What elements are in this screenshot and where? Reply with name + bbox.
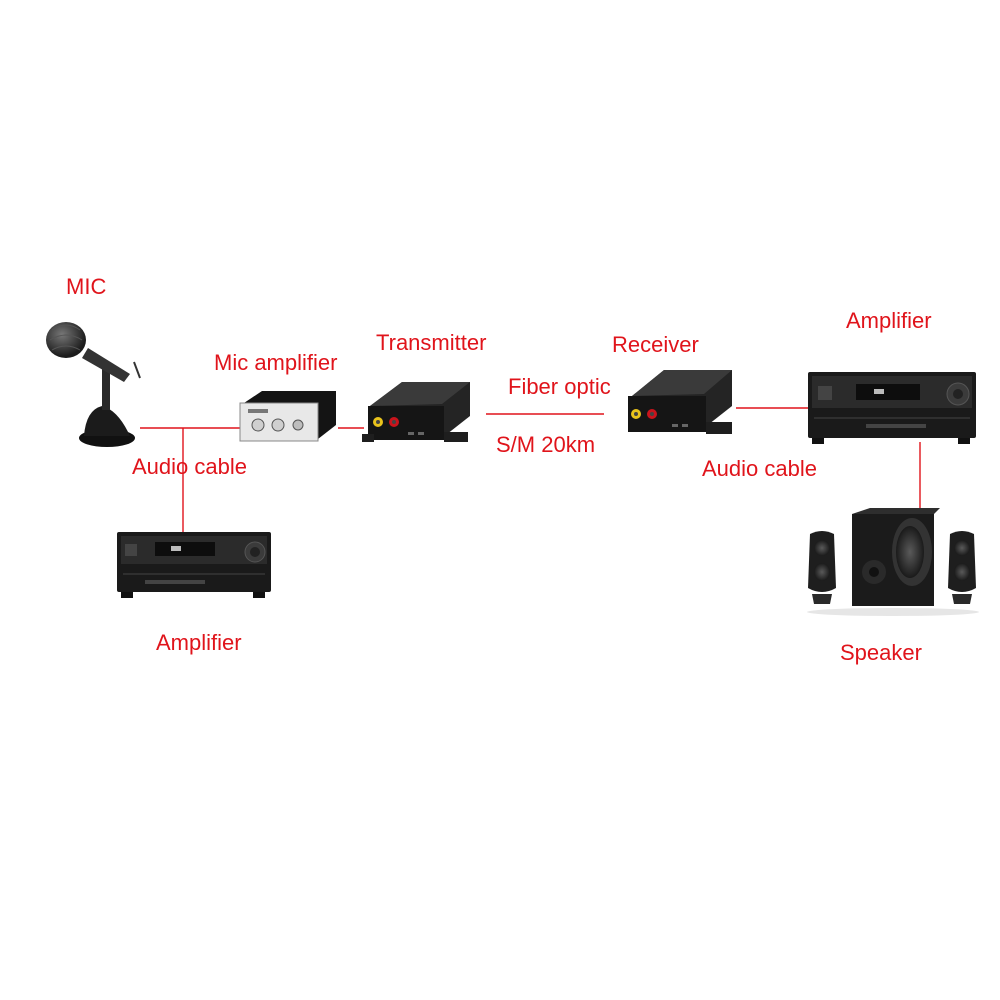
av-receiver-amplifier-left-icon bbox=[117, 532, 271, 598]
mic-label: MIC bbox=[66, 274, 107, 299]
microphone-icon bbox=[46, 322, 141, 447]
amplifier-left-label: Amplifier bbox=[156, 630, 242, 655]
sm-distance-label: S/M 20km bbox=[496, 432, 596, 457]
amplifier-right-label: Amplifier bbox=[846, 308, 932, 333]
receiver-label: Receiver bbox=[612, 332, 699, 357]
speaker-system-icon bbox=[807, 508, 979, 616]
speaker-label: Speaker bbox=[840, 640, 922, 665]
transmitter-icon bbox=[362, 382, 470, 442]
receiver-icon bbox=[628, 370, 732, 434]
audio-cable-right-label: Audio cable bbox=[702, 456, 817, 481]
audio-cable-left-label: Audio cable bbox=[132, 454, 247, 479]
av-receiver-amplifier-right-icon bbox=[808, 372, 976, 444]
transmitter-label: Transmitter bbox=[376, 330, 487, 355]
mic-amplifier-label: Mic amplifier bbox=[214, 350, 338, 375]
mic-amplifier-icon bbox=[239, 391, 336, 442]
fiber-optic-label: Fiber optic bbox=[508, 374, 611, 399]
